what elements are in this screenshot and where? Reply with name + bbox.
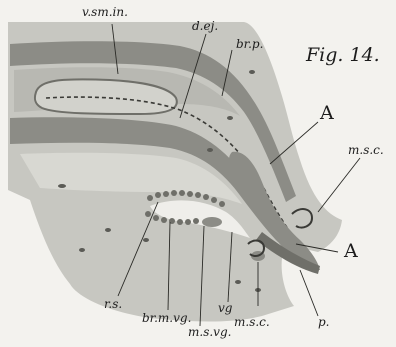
label-v-sm-in: v.sm.in. <box>82 6 128 18</box>
vg-ellipse <box>202 217 222 227</box>
figure-number: Fig. 14. <box>306 46 380 65</box>
label-m-s-c-lower: m.s.c. <box>234 316 270 328</box>
label-d-ej: d.ej. <box>192 20 218 32</box>
label-a-upper: A <box>320 104 334 123</box>
label-r-s: r.s. <box>104 298 122 310</box>
label-vg: vg <box>218 302 232 314</box>
label-m-s-vg: m.s.vg. <box>188 326 231 338</box>
label-a-lower: A <box>344 242 358 261</box>
label-br-p: br.p. <box>236 38 263 50</box>
label-p: p. <box>318 316 330 328</box>
label-m-s-c-upper: m.s.c. <box>348 144 384 156</box>
label-br-m-vg: br.m.vg. <box>142 312 191 324</box>
